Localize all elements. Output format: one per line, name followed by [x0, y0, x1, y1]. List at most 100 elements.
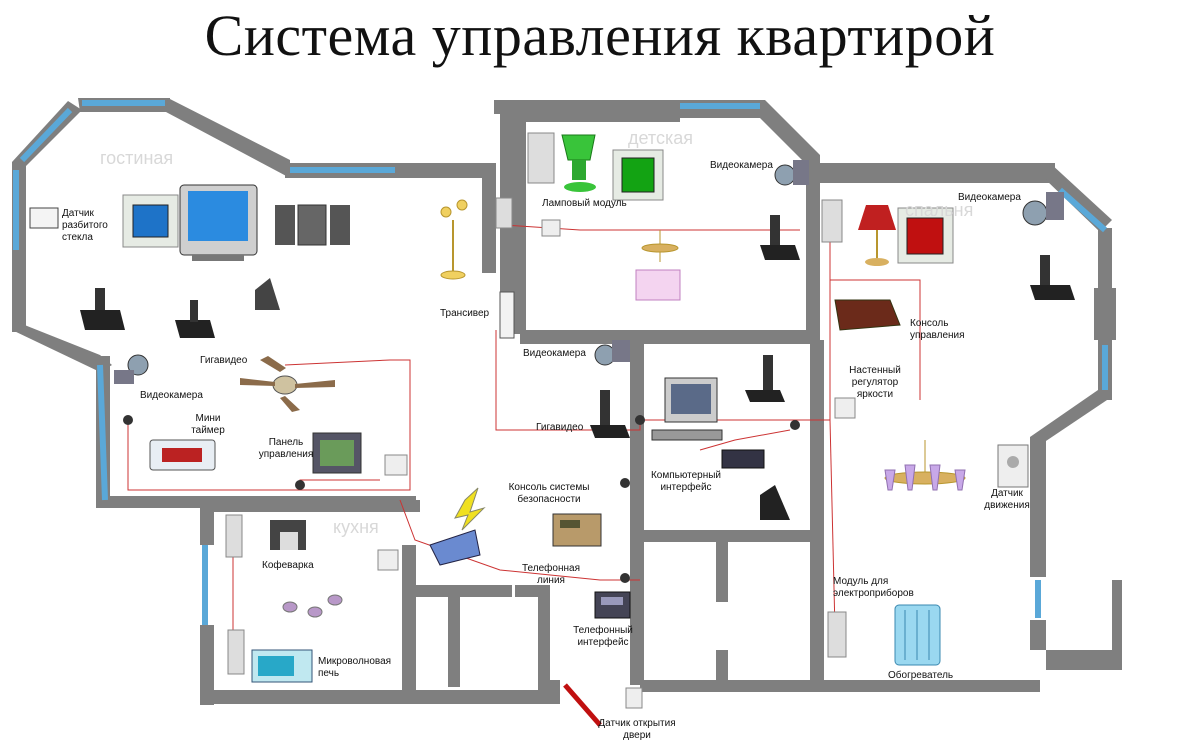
mini-timer-label: Мини таймер	[191, 413, 225, 436]
page-title: Система управления квартирой	[204, 3, 996, 68]
window-bedroom-top-right	[1058, 187, 1107, 233]
red-switch-icon	[897, 207, 954, 264]
gigavideo-icon	[760, 215, 800, 260]
room-label-bedroom: спальня	[905, 200, 974, 220]
room-label-living: гостиная	[100, 148, 174, 168]
microwave-icon	[251, 649, 313, 683]
outlet-icon	[384, 454, 408, 476]
wire-living	[127, 359, 411, 491]
computer-interface-icon	[721, 449, 790, 520]
dimmer-icon	[834, 397, 856, 419]
motion-sensor-label: Датчик движения	[984, 488, 1030, 511]
camera-label: Видеокамера	[710, 160, 773, 171]
ceiling-fan-icon	[240, 356, 335, 412]
wall-closet-divider	[716, 542, 728, 602]
transceiver-label: Трансивер	[440, 308, 490, 319]
camera-label: Видеокамера	[523, 348, 586, 359]
camera-icon	[594, 340, 630, 366]
kitchen-light-icon	[282, 594, 343, 618]
wall-kitchen-left-top	[200, 500, 214, 545]
chandelier-icon	[635, 230, 681, 301]
plug-icon	[123, 415, 133, 425]
wall-kitchen-bottom	[200, 690, 550, 704]
window-living-bay	[97, 364, 108, 501]
door-sensor-label: Датчик открытия двери	[598, 718, 676, 741]
wall-kitchen-top	[200, 500, 420, 512]
computer-icon	[651, 377, 723, 441]
wall-kitchen-right	[402, 545, 416, 695]
wire-bedroom	[830, 279, 921, 400]
security-console-label: Консоль системы безопасности	[508, 482, 590, 505]
tv-icon	[179, 184, 258, 261]
phone-line-label: Телефонная линия	[522, 563, 580, 586]
wall-switch-icon	[122, 194, 179, 248]
walls	[12, 98, 1122, 705]
floor-lamp-icon	[440, 199, 468, 280]
plug-icon	[790, 420, 800, 430]
table-lamp-icon	[858, 205, 896, 266]
wall-bedroom-top	[815, 163, 1055, 183]
outlet-icon	[821, 199, 843, 243]
phone-interface-label: Телефонный интерфейс	[573, 625, 633, 648]
windows	[13, 100, 1108, 625]
door-sensor-icon	[625, 687, 643, 709]
outlet-icon	[227, 629, 245, 675]
wall-hall-top	[402, 585, 512, 597]
stereo-icon	[275, 204, 350, 246]
coffee-maker-icon	[270, 520, 306, 550]
plug-icon	[635, 415, 645, 425]
window-living-left-diag	[19, 107, 73, 163]
mini-timer-icon	[149, 439, 216, 471]
wall-living-top-right	[166, 98, 290, 178]
wire-panel	[299, 479, 380, 485]
lamp-module-label: Ламповый модуль	[542, 198, 627, 209]
wall-bedroom-right-diag	[1030, 390, 1110, 445]
wire-kids	[504, 224, 800, 231]
gigavideo-label: Гигавидео	[536, 422, 584, 433]
wall-closet-divider-low	[716, 650, 728, 685]
dimmer-label: Настенный регулятор яркости	[849, 365, 901, 400]
keycard-icon	[429, 487, 486, 566]
wall-hall-bottom	[540, 680, 560, 704]
gigavideo-label: Гигавидео	[200, 355, 248, 366]
outlet-icon	[541, 219, 561, 237]
chandelier-icon	[884, 440, 966, 491]
wall-center-room-bottom	[644, 530, 810, 542]
wall-center-right-vertical	[810, 340, 824, 685]
gigavideo-icon	[590, 355, 785, 438]
green-switch-icon	[612, 149, 664, 201]
room-label-kids: детская	[628, 128, 693, 148]
heater-icon	[894, 604, 941, 666]
wire-computer	[699, 429, 791, 451]
wall-bedroom-right-2	[1094, 288, 1116, 340]
wall-hall-closet-1	[448, 597, 460, 687]
plug-icon	[620, 573, 630, 583]
motion-sensor-icon	[997, 444, 1029, 488]
camera-icon	[114, 354, 149, 384]
wall-living-bay	[12, 320, 112, 372]
camera-label: Видеокамера	[140, 390, 203, 401]
plug-icon	[295, 480, 305, 490]
security-console-icon	[552, 513, 602, 547]
control-console-label: Консоль управления	[910, 318, 965, 341]
control-panel-label: Панель управления	[258, 437, 314, 460]
wire-appliance	[829, 419, 836, 631]
wall-kitchen-left-bottom	[200, 625, 214, 705]
outlet-icon	[377, 549, 399, 571]
control-panel-icon	[312, 432, 362, 474]
camera-icon	[774, 160, 809, 186]
plug-icon	[620, 478, 630, 488]
wall-living-left-lower	[12, 257, 26, 332]
door-icon	[563, 683, 602, 727]
lamp-module-icon	[527, 132, 596, 192]
microwave-label: Микроволновая печь	[318, 656, 392, 679]
wall-center-vertical-1	[482, 163, 496, 273]
appliance-module-icon	[827, 611, 847, 658]
gigavideo-icon	[1030, 255, 1075, 300]
glass-sensor-icon	[29, 207, 59, 229]
wall-kids-top	[500, 100, 680, 122]
wall-kids-top-right	[670, 100, 820, 168]
phone-interface-icon	[594, 591, 631, 619]
wall-bedroom-right-1	[1098, 228, 1112, 288]
